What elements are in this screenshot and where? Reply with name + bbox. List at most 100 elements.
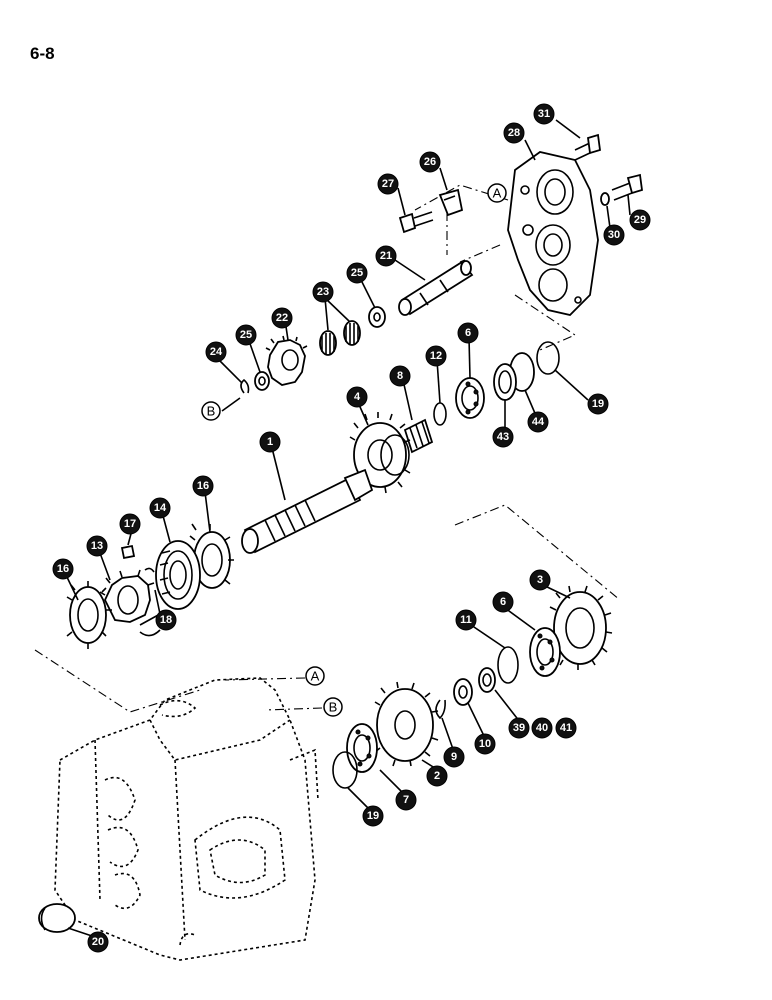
- callout-circle: [119, 513, 141, 535]
- callout-9: 9: [443, 746, 465, 768]
- callout-number: 8: [397, 370, 403, 382]
- needle-bearings: [319, 320, 361, 356]
- callout-6: 6: [457, 322, 479, 344]
- callout-circle: [149, 497, 171, 519]
- shim-ring: [493, 363, 517, 401]
- svg-text:B: B: [207, 404, 216, 419]
- callout-circle: [629, 209, 651, 231]
- callout-circle: [492, 426, 514, 448]
- callout-24: 24: [205, 341, 227, 363]
- callout-circle: [426, 765, 448, 787]
- callout-circle: [395, 789, 417, 811]
- callout-4: 4: [346, 386, 368, 408]
- callout-1: 1: [259, 431, 281, 453]
- plug: [38, 903, 76, 933]
- callout-13: 13: [86, 535, 108, 557]
- callout-number: 20: [92, 936, 104, 948]
- callout-circle: [377, 173, 399, 195]
- callout-21: 21: [375, 245, 397, 267]
- spacer: [453, 678, 473, 706]
- callout-20: 20: [87, 931, 109, 953]
- callout-number: 6: [465, 327, 471, 339]
- callout-number: 21: [380, 250, 392, 262]
- retainer-clip: [435, 699, 446, 720]
- callout-11: 11: [455, 609, 477, 631]
- callout-circle: [389, 365, 411, 387]
- callout-number: 1: [267, 436, 273, 448]
- callout-circle: [52, 558, 74, 580]
- callout-circle: [587, 393, 609, 415]
- callout-number: 18: [160, 614, 172, 626]
- callout-26: 26: [419, 151, 441, 173]
- cluster-gear: [374, 681, 439, 767]
- thrust-washer: [368, 306, 386, 328]
- callout-number: 19: [367, 810, 379, 822]
- callout-22: 22: [271, 307, 293, 329]
- retaining-ring-front: [332, 751, 358, 789]
- callout-number: 44: [532, 416, 545, 428]
- callout-39: 39: [508, 717, 530, 739]
- callout-3: 3: [529, 569, 551, 591]
- callout-23: 23: [312, 281, 334, 303]
- callout-31: 31: [533, 103, 555, 125]
- callout-number: 9: [451, 751, 457, 763]
- cover-bolt: [574, 133, 601, 161]
- callout-number: 39: [513, 722, 525, 734]
- callout-number: 23: [317, 286, 329, 298]
- snap-ring: [240, 378, 250, 394]
- callout-circle: [455, 609, 477, 631]
- callout-number: 25: [351, 267, 363, 279]
- callout-circle: [529, 569, 551, 591]
- callout-number: 7: [403, 794, 409, 806]
- callout-circle: [312, 281, 334, 303]
- callout-number: 28: [508, 127, 520, 139]
- callout-circle: [346, 262, 368, 284]
- snap-ring-lower: [497, 646, 519, 684]
- callout-circle: [375, 245, 397, 267]
- callout-number: 16: [197, 480, 209, 492]
- callout-8: 8: [389, 365, 411, 387]
- callout-circle: [192, 475, 214, 497]
- callout-number: 17: [124, 518, 136, 530]
- callout-circle: [155, 609, 177, 631]
- callout-circle: [419, 151, 441, 173]
- bearing-snap-ring: [433, 402, 447, 426]
- callout-number: 16: [57, 563, 69, 575]
- idler-gear: [265, 335, 308, 386]
- callout-circle: [533, 103, 555, 125]
- callout-circle: [443, 746, 465, 768]
- svg-text:B: B: [329, 700, 338, 715]
- callout-number: 25: [240, 329, 252, 341]
- callout-number: 30: [608, 229, 620, 241]
- callout-circle: [555, 717, 577, 739]
- ref-letter-b-bottom: B: [323, 697, 343, 717]
- callout-number: 43: [497, 431, 509, 443]
- callout-19: 19: [362, 805, 384, 827]
- callout-10: 10: [474, 733, 496, 755]
- callout-circle: [603, 224, 625, 246]
- callout-number: 41: [560, 722, 572, 734]
- callout-circle: [492, 591, 514, 613]
- callout-number: 27: [382, 178, 394, 190]
- ball-bearing-lower: [529, 627, 561, 677]
- callout-30: 30: [603, 224, 625, 246]
- callout-circle: [425, 345, 447, 367]
- callout-28: 28: [503, 122, 525, 144]
- callout-number: 26: [424, 156, 436, 168]
- ref-letter-a-top: A: [487, 183, 507, 203]
- page-number: 6-8: [30, 44, 55, 63]
- callout-circle: [362, 805, 384, 827]
- callout-6: 6: [492, 591, 514, 613]
- callout-25: 25: [346, 262, 368, 284]
- drive-gear: [349, 412, 411, 494]
- svg-text:A: A: [311, 669, 320, 684]
- callout-40: 40: [531, 717, 553, 739]
- washer-and-bolt: [600, 173, 643, 206]
- callout-number: 12: [430, 350, 442, 362]
- lock-plate: [438, 188, 464, 217]
- callout-44: 44: [527, 411, 549, 433]
- callout-number: 29: [634, 214, 646, 226]
